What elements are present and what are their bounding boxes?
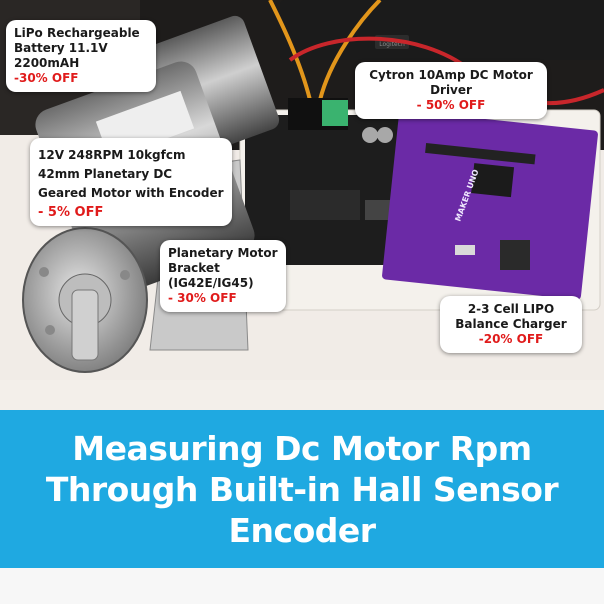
driver-callout: Cytron 10Amp DC Motor Driver - 50% OFF <box>355 62 547 119</box>
title-banner: Measuring Dc Motor Rpm Through Built-in … <box>0 410 604 568</box>
driver-callout-discount: - 50% OFF <box>416 98 486 112</box>
keyboard-brand-label: Logitech <box>379 41 405 48</box>
motor-driver-board <box>245 98 405 265</box>
footer-strip <box>0 568 604 604</box>
charger-callout-title: 2-3 Cell LIPO Balance Charger <box>455 302 567 331</box>
charger-callout-discount: -20% OFF <box>478 332 544 346</box>
charger-callout: 2-3 Cell LIPO Balance Charger -20% OFF <box>440 296 582 353</box>
motor-callout-discount: - 5% OFF <box>38 205 104 220</box>
driver-callout-title: Cytron 10Amp DC Motor Driver <box>369 68 533 97</box>
bracket-callout: Planetary Motor Bracket (IG42E/IG45) - 3… <box>160 240 286 312</box>
bracket-callout-title: Planetary Motor Bracket (IG42E/IG45) <box>168 246 278 290</box>
battery-callout: LiPo Rechargeable Battery 11.1V 2200mAH … <box>6 20 156 92</box>
battery-callout-title: LiPo Rechargeable Battery 11.1V 2200mAH <box>14 26 140 70</box>
bracket-callout-discount: - 30% OFF <box>168 291 237 305</box>
orange-wire <box>268 0 312 101</box>
maker-uno-board: MAKER UNO <box>382 110 598 300</box>
motor-callout-title: 12V 248RPM 10kgfcm 42mm Planetary DC Gea… <box>38 148 224 200</box>
battery-callout-discount: -30% OFF <box>14 71 79 85</box>
motor-callout: 12V 248RPM 10kgfcm 42mm Planetary DC Gea… <box>30 138 232 226</box>
keyboard: Logitech <box>280 0 604 60</box>
banner-title: Measuring Dc Motor Rpm Through Built-in … <box>45 428 559 550</box>
